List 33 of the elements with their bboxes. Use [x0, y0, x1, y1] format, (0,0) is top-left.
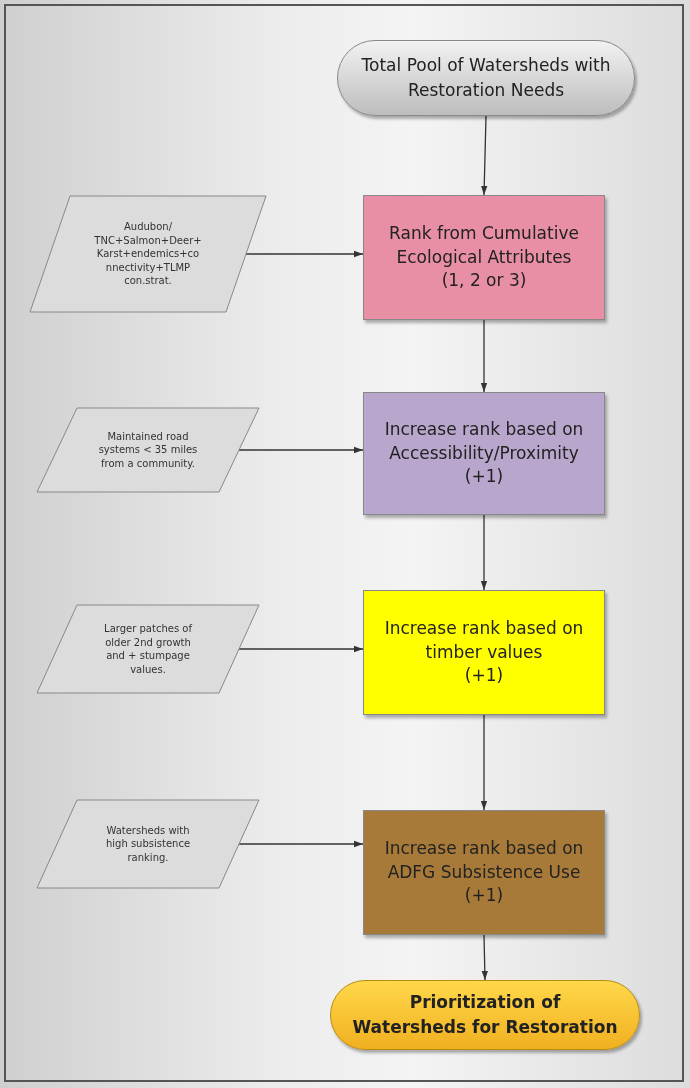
arrow: [480, 514, 488, 591]
rank-text: (+1): [464, 884, 504, 908]
arrow: [480, 714, 488, 811]
node-text: Watersheds with high subsistence ranking.: [104, 823, 192, 865]
process-box: [363, 195, 605, 320]
rank-text: (1, 2 or 3): [441, 269, 527, 293]
rank-text: (+1): [464, 465, 504, 489]
node-text: Prioritization of Watersheds for Restoration: [351, 991, 619, 1039]
arrow: [481, 115, 488, 196]
node-text: Total Pool of Watersheds with Restoration Needs: [360, 54, 612, 102]
node-text: Rank from Cumulative Ecological Attributes: [388, 221, 580, 269]
arrow: [238, 446, 364, 454]
rank-text: (+1): [464, 664, 504, 688]
input-parallelogram: [37, 408, 259, 492]
arrow: [245, 250, 364, 258]
process-box: [363, 590, 605, 715]
arrow: [481, 934, 488, 981]
input-parallelogram: [37, 800, 259, 888]
process-box: [363, 810, 605, 935]
arrow: [238, 840, 364, 848]
node-text: Increase rank based on Accessibility/Proximity: [383, 417, 585, 465]
node-text: Maintained road systems < 35 miles from a community.: [97, 429, 199, 471]
node-text: Larger patches of older 2nd growth and + stumpage values.: [103, 622, 194, 676]
node-text: Increase rank based on ADFG Subsistence Use: [383, 836, 585, 884]
arrow: [238, 645, 364, 653]
terminal-pill: [337, 40, 635, 116]
terminal-pill: [330, 980, 640, 1050]
input-parallelogram: [30, 196, 266, 312]
input-parallelogram: [37, 605, 259, 693]
node-text: Audubon/ TNC+Salmon+Deer+ Karst+endemics+co nnectivity+TLMP con.strat.: [93, 220, 203, 288]
process-box: [363, 392, 605, 515]
node-text: Increase rank based on timber values: [383, 616, 585, 664]
arrow: [480, 319, 488, 393]
